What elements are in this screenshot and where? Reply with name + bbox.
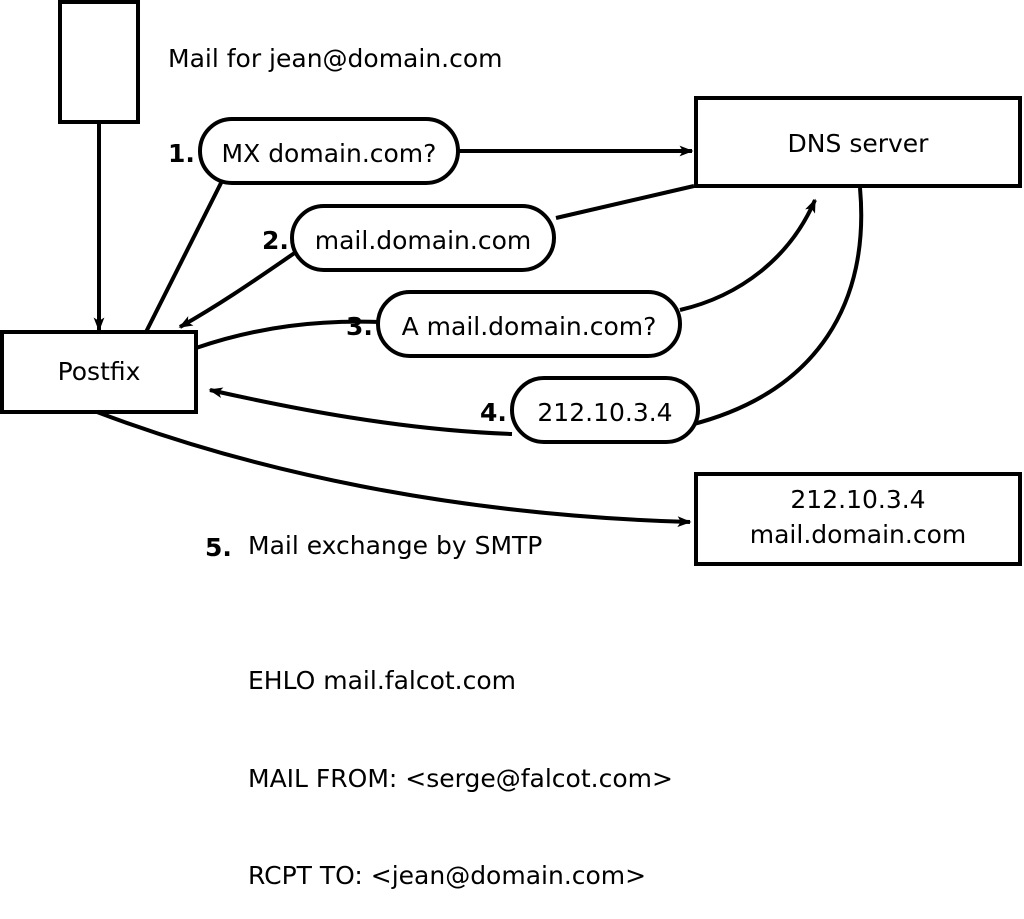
remote-mail-server-hostname: mail.domain.com xyxy=(749,520,967,549)
step-5-label: Mail exchange by SMTP xyxy=(248,531,543,560)
step-3-label: A mail.domain.com? xyxy=(401,312,657,341)
connector-dns-to-step4 xyxy=(689,187,864,427)
step-2-label: mail.domain.com xyxy=(314,226,532,255)
remote-mail-server-box-shape[interactable] xyxy=(694,472,1022,566)
sender-box-shape[interactable] xyxy=(58,0,140,124)
smtp-transcript: EHLO mail.falcot.com MAIL FROM: <serge@f… xyxy=(248,600,673,919)
postfix-label: Postfix xyxy=(57,357,141,386)
step-5-number: 5. xyxy=(205,533,232,562)
dns-server-box-shape[interactable] xyxy=(694,96,1022,188)
connector-postfix-to-step1 xyxy=(144,180,224,333)
smtp-line: MAIL FROM: <serge@falcot.com> xyxy=(248,763,673,793)
step-1-label: MX domain.com? xyxy=(221,139,437,168)
postfix-box-shape[interactable] xyxy=(0,330,198,414)
connector-dns-to-step2 xyxy=(555,184,695,220)
remote-mail-server-ip: 212.10.3.4 xyxy=(790,485,926,514)
dns-server-label: DNS server xyxy=(787,129,929,158)
mail-for-caption: Mail for jean@domain.com xyxy=(168,44,503,73)
smtp-line: RCPT TO: <jean@domain.com> xyxy=(248,861,647,890)
step-1-bubble-shape[interactable] xyxy=(198,117,460,185)
step-1-number: 1. xyxy=(168,139,195,168)
step-4-label: 212.10.3.4 xyxy=(537,398,673,427)
step-3-bubble-shape[interactable] xyxy=(376,290,682,358)
step-2-bubble-shape[interactable] xyxy=(290,204,556,272)
connector-step3-to-dns xyxy=(679,198,817,312)
step-2-number: 2. xyxy=(262,226,289,255)
step-4-number: 4. xyxy=(480,398,507,427)
connector-step2-to-postfix xyxy=(178,250,298,329)
step-4-bubble-shape[interactable] xyxy=(510,376,700,444)
connector-postfix-to-mailserver xyxy=(96,410,692,528)
connector-postfix-to-step3 xyxy=(195,319,381,350)
step-3-number: 3. xyxy=(346,312,373,341)
smtp-line: EHLO mail.falcot.com xyxy=(248,666,517,695)
connector-step4-to-postfix xyxy=(208,387,513,436)
